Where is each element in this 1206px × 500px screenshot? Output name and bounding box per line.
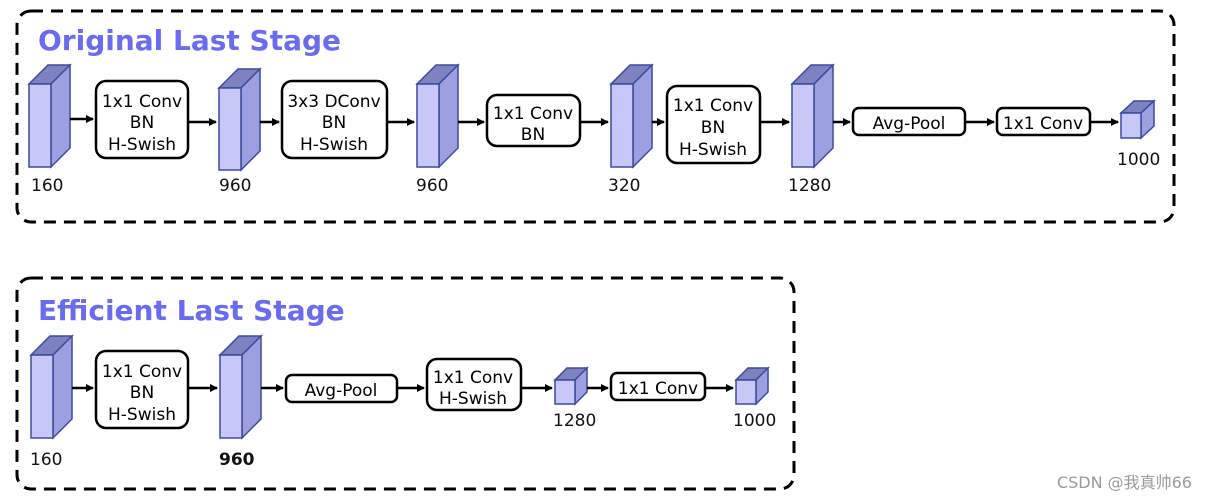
tensor-block — [415, 63, 460, 169]
svg-text:BN: BN — [130, 383, 154, 403]
svg-text:1x1 Conv: 1x1 Conv — [1003, 114, 1083, 134]
original-stage-title: Original Last Stage — [38, 24, 341, 57]
tensor-cube — [734, 366, 770, 406]
svg-text:1x1 Conv: 1x1 Conv — [433, 368, 513, 388]
op-box-avg-pool: Avg-Pool — [284, 373, 399, 404]
op-box-1x1conv-hswish: 1x1 Conv H-Swish — [425, 357, 523, 412]
tensor-cube — [553, 366, 589, 406]
svg-text:1x1 Conv: 1x1 Conv — [493, 104, 573, 124]
svg-text:BN: BN — [322, 113, 346, 133]
tensor-label: 960 — [416, 176, 448, 196]
flow-arrows — [70, 115, 1119, 126]
svg-text:1x1 Conv: 1x1 Conv — [102, 362, 182, 382]
svg-text:Avg-Pool: Avg-Pool — [873, 114, 946, 134]
tensor-label: 160 — [31, 176, 63, 196]
svg-text:H-Swish: H-Swish — [439, 389, 507, 409]
tensor-label: 1000 — [733, 411, 776, 431]
original-stage-panel: Original Last Stage 160 960 960 320 — [15, 9, 1176, 224]
svg-text:H-Swish: H-Swish — [108, 135, 176, 155]
svg-text:Avg-Pool: Avg-Pool — [305, 381, 378, 401]
op-box-1x1conv: 1x1 Conv — [995, 106, 1092, 137]
svg-text:BN: BN — [521, 125, 545, 145]
op-box-1x1conv-bn-hswish: 1x1 Conv BN H-Swish — [94, 79, 190, 160]
tensor-label: 320 — [608, 176, 640, 196]
tensor-block — [790, 63, 835, 169]
tensor-block — [217, 67, 262, 172]
op-box-avg-pool: Avg-Pool — [851, 106, 967, 137]
tensor-label: 960 — [219, 450, 255, 470]
svg-text:1x1 Conv: 1x1 Conv — [102, 92, 182, 112]
svg-text:BN: BN — [130, 113, 154, 133]
op-box-1x1conv: 1x1 Conv — [609, 371, 707, 402]
svg-text:H-Swish: H-Swish — [108, 405, 176, 425]
tensor-block — [29, 334, 74, 440]
tensor-cube — [1119, 99, 1156, 140]
original-stage-border — [15, 9, 1176, 224]
tensor-block — [609, 63, 654, 169]
svg-text:1x1 Conv: 1x1 Conv — [618, 379, 698, 399]
tensor-label: 160 — [30, 450, 62, 470]
tensor-label: 1280 — [553, 411, 596, 431]
op-box-3x3dconv-bn-hswish: 3x3 DConv BN H-Swish — [280, 79, 389, 160]
op-box-1x1conv-bn: 1x1 Conv BN — [485, 93, 582, 148]
efficient-stage-panel: Efficient Last Stage 160 960 1280 1000 — [15, 276, 796, 491]
op-box-1x1conv-bn-hswish: 1x1 Conv BN H-Swish — [94, 349, 190, 430]
svg-text:H-Swish: H-Swish — [300, 135, 368, 155]
efficient-stage-border — [15, 276, 796, 491]
svg-text:1x1 Conv: 1x1 Conv — [673, 96, 753, 116]
tensor-label: 1280 — [788, 176, 831, 196]
watermark: CSDN @我真帅66 — [1057, 473, 1192, 492]
svg-text:H-Swish: H-Swish — [679, 140, 747, 160]
op-box-1x1conv-bn-hswish: 1x1 Conv BN H-Swish — [665, 84, 762, 165]
tensor-block — [218, 334, 263, 440]
efficient-stage-title: Efficient Last Stage — [38, 294, 345, 327]
svg-text:BN: BN — [701, 118, 725, 138]
tensor-block — [27, 63, 72, 169]
svg-text:3x3 DConv: 3x3 DConv — [287, 92, 380, 112]
tensor-label: 1000 — [1117, 150, 1160, 170]
tensor-label: 960 — [219, 176, 251, 196]
